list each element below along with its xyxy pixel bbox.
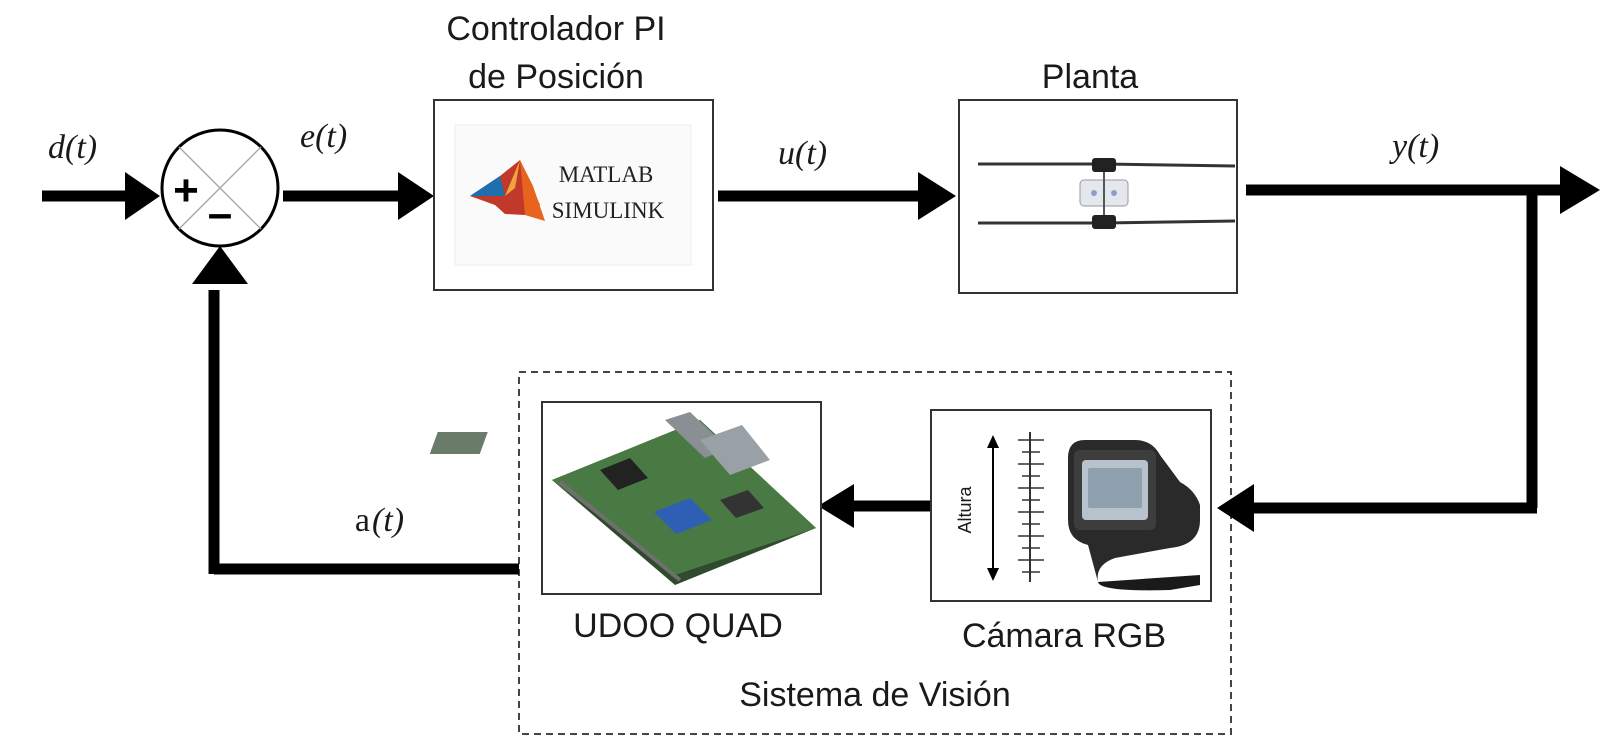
arrow-e [283,172,434,220]
matlab-logo-text: MATLAB [559,162,654,187]
input-arrow-d [42,172,160,220]
feedback-path-a [192,246,519,575]
plant-title: Planta [1042,58,1138,96]
matlab-logo-icon [470,160,545,221]
vision-system-label: Sistema de Visión [739,676,1011,714]
vision-system-group [518,371,1232,735]
signal-label-a: a (t) [355,502,404,539]
signal-label-e: e(t) [300,118,347,155]
height-scale-icon [987,432,1044,582]
height-scale-label: Altura [955,486,975,534]
signal-label-y: y(t) [1389,128,1439,165]
junction-minus-sign: – [208,189,232,238]
camera-icon [1068,440,1200,591]
signal-label-a-suffix: (t) [372,502,404,539]
signal-label-u: u(t) [778,135,827,172]
camera-title: Cámara RGB [962,617,1166,655]
feedback-path-to-camera [1217,190,1538,532]
output-arrow-y [1246,166,1600,214]
udoo-title: UDOO QUAD [573,607,783,645]
controller-title-line2: de Posición [468,58,644,96]
junction-plus-sign: + [173,166,199,215]
signal-label-a-prefix: a [355,502,370,539]
arrow-u [718,172,956,220]
quadcopter-icon [978,158,1236,229]
arrow-camera-to-udoo [818,484,930,528]
udoo-board-icon [429,412,816,585]
summing-junction: + – [160,128,280,248]
signal-label-d: d(t) [48,129,97,166]
simulink-logo-text: SIMULINK [552,198,665,223]
controller-title-line1: Controlador PI [446,10,665,48]
